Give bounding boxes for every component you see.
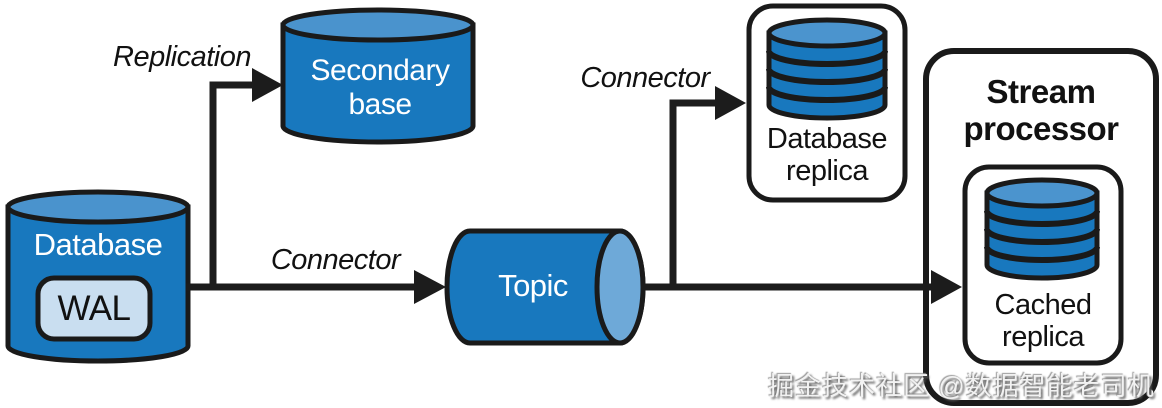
database-replica-label-line1: Database	[766, 122, 888, 155]
topic-label: Topic	[498, 267, 568, 303]
database-replica-label: Database replica	[752, 120, 902, 190]
database-replica-icon-sep3	[766, 86, 888, 103]
edge-replication-line	[209, 81, 254, 287]
database-replica-icon	[766, 17, 888, 121]
edge-topic-to-stream-processor-arrowhead	[931, 270, 962, 304]
stream-processor-title: Stream processor	[928, 70, 1154, 152]
edge-topic-to-stream-processor	[641, 270, 962, 304]
secondary-base-label-line1: Secondary	[310, 54, 450, 88]
database-replica-icon-sep1	[766, 50, 888, 67]
cached-replica-icon-sep1	[984, 210, 1100, 227]
stream-processor-title-line1: Stream	[986, 73, 1096, 111]
edge-database-to-topic-arrowhead	[414, 270, 446, 304]
database-label: Database	[33, 226, 163, 262]
edge-replication	[209, 68, 283, 287]
cached-replica-icon-sep3	[984, 246, 1100, 263]
database-cylinder-top	[5, 189, 191, 225]
database-replica-label-line2: replica	[786, 155, 868, 187]
stream-processor-title-line2: processor	[963, 110, 1119, 147]
database-cylinder	[5, 189, 191, 364]
database-replica-icon-sep2	[766, 68, 888, 85]
wal-label: WAL	[57, 288, 131, 328]
topic-cylinder	[444, 228, 646, 346]
connector-to-replica-edge-label: Connector	[580, 61, 710, 94]
edge-replication-arrowhead	[252, 68, 283, 102]
replication-edge-label: Replication	[113, 40, 251, 73]
cached-replica-icon	[984, 177, 1100, 281]
edge-database-to-topic	[186, 270, 446, 304]
connector-to-topic-edge-label: Connector	[270, 243, 401, 276]
edge-connector-to-replica-arrowhead	[715, 86, 746, 120]
secondary-base-cylinder	[280, 7, 476, 145]
watermark: 掘金技术社区 @数据智能老司机	[768, 371, 1155, 401]
secondary-base-label-line2: base	[348, 88, 412, 121]
cached-replica-icon-top	[984, 177, 1100, 209]
edge-connector-to-replica-line	[669, 99, 717, 287]
database-replica-icon-top	[766, 17, 888, 49]
secondary-base-body	[280, 22, 476, 145]
secondary-base-label: Secondary base	[285, 50, 475, 126]
cached-replica-icon-sep2	[984, 228, 1100, 245]
secondary-base-top	[280, 7, 476, 43]
cached-replica-label: Cached replica	[968, 285, 1118, 357]
edge-connector-to-replica	[669, 86, 746, 287]
wal-box	[35, 275, 153, 342]
cached-replica-label-line1: Cached	[994, 288, 1092, 321]
cached-replica-label-line2: replica	[1002, 321, 1084, 353]
